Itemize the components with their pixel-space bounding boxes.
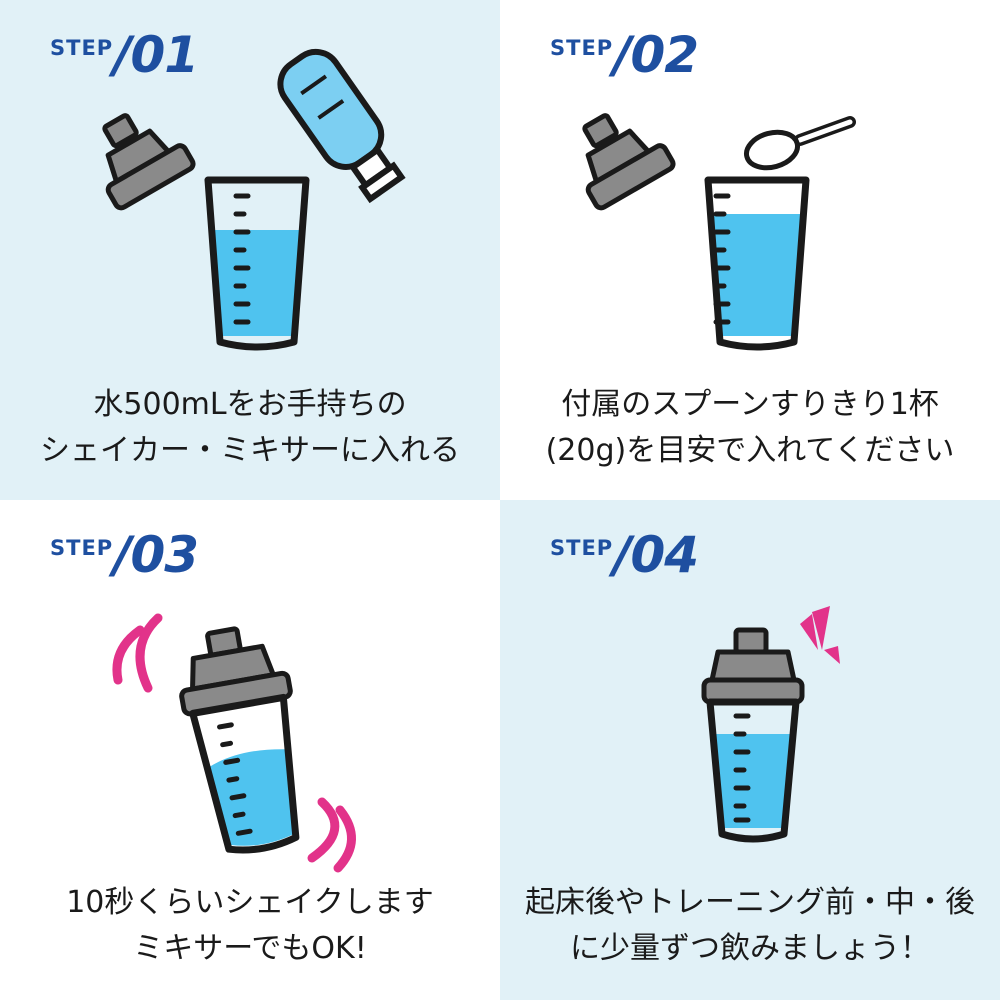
caption-line: 起床後やトレーニング前・中・後 xyxy=(525,885,975,920)
step-heading-2: STEP/02 xyxy=(550,30,699,80)
step-number-4: /04 xyxy=(613,526,699,584)
step-caption-1: 水500mLをお手持ちの シェイカー・ミキサーに入れる xyxy=(0,382,500,474)
shaker-cup-icon xyxy=(204,176,310,351)
ready-shaker-illustration xyxy=(701,606,840,843)
measuring-spoon-icon xyxy=(744,116,856,171)
water-bottle-pouring-illustration xyxy=(102,48,406,351)
step-panel-3: STEP/03 xyxy=(0,500,500,1000)
shaker-lid-icon xyxy=(102,113,196,211)
caption-line: 10秒くらいシェイクします xyxy=(66,885,434,920)
caption-line: 付属のスプーンすりきり1杯 xyxy=(561,387,939,422)
step-caption-4: 起床後やトレーニング前・中・後 に少量ずつ飲みましょう！ xyxy=(500,880,1000,972)
step-label-2: STEP xyxy=(550,36,614,60)
step-panel-4: STEP/04 xyxy=(500,500,1000,1000)
step-caption-2: 付属のスプーンすりきり1杯 (20g)を目安で入れてください xyxy=(500,382,1000,474)
caption-line: ミキサーでもOK! xyxy=(133,931,367,966)
step-heading-4: STEP/04 xyxy=(550,530,699,580)
shake-motion-lines-icon xyxy=(112,613,356,873)
shaking-illustration xyxy=(112,613,356,873)
caption-line: シェイカー・ミキサーに入れる xyxy=(40,433,460,468)
step-label-3: STEP xyxy=(50,536,114,560)
shaker-lid-icon xyxy=(582,113,676,211)
shaker-bottle-icon xyxy=(179,626,300,854)
step-panel-1: STEP/01 xyxy=(0,0,500,500)
step-label-1: STEP xyxy=(50,36,114,60)
shaker-cup-icon xyxy=(704,176,810,351)
step-label-4: STEP xyxy=(550,536,614,560)
caption-line: 水500mLをお手持ちの xyxy=(93,387,407,422)
step-heading-1: STEP/01 xyxy=(50,30,199,80)
step-heading-3: STEP/03 xyxy=(50,530,199,580)
step-caption-3: 10秒くらいシェイクします ミキサーでもOK! xyxy=(0,880,500,972)
step-number-2: /02 xyxy=(613,26,699,84)
step-number-3: /03 xyxy=(113,526,199,584)
step-panel-2: STEP/02 xyxy=(500,0,1000,500)
water-bottle-icon xyxy=(277,48,406,204)
sparkle-icon xyxy=(800,606,840,664)
shaker-bottle-icon xyxy=(701,627,805,843)
step-number-1: /01 xyxy=(113,26,199,84)
powder-spoon-illustration xyxy=(582,113,856,351)
caption-line: に少量ずつ飲みましょう！ xyxy=(570,931,930,966)
caption-line: (20g)を目安で入れてください xyxy=(545,433,955,468)
